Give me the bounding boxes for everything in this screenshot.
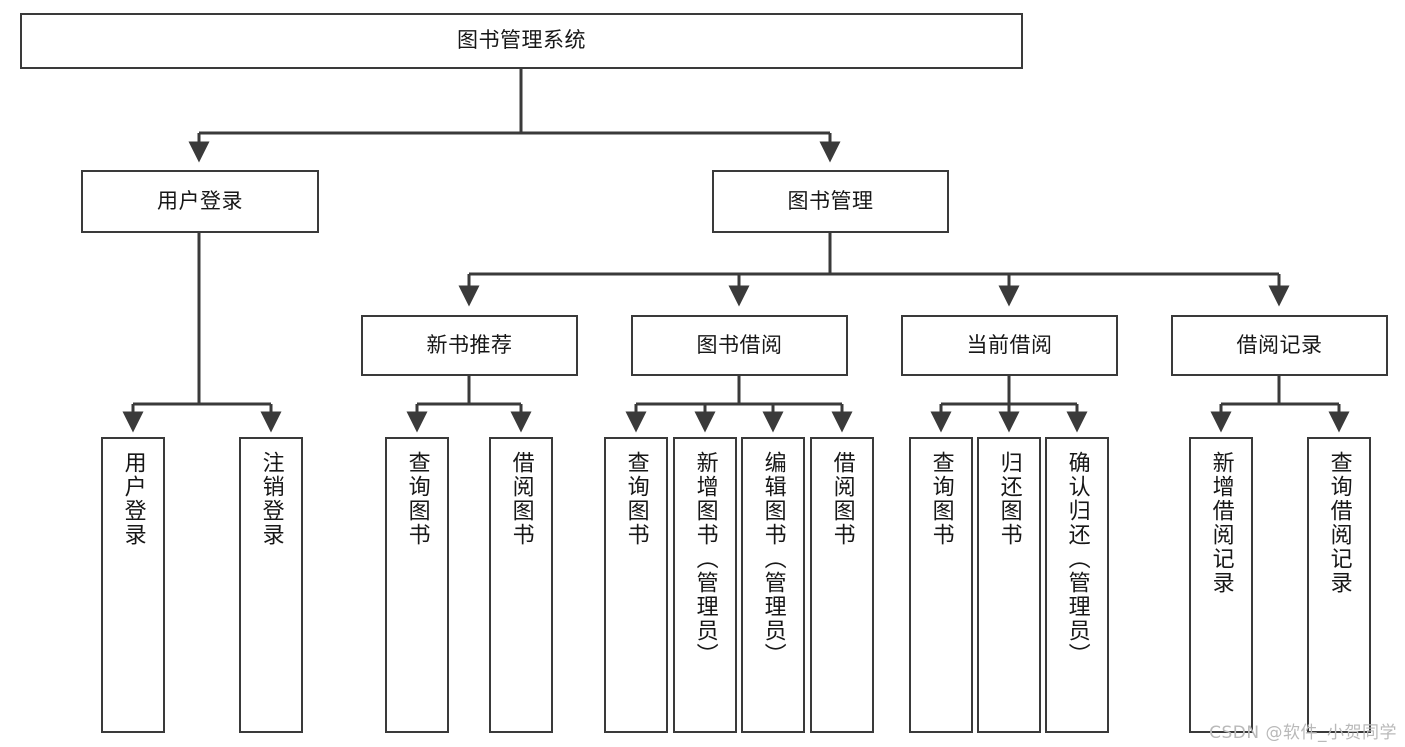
leaf-edit-book-label: 编辑图书（管理员）: [760, 451, 786, 667]
leaf-borrow-book-1[interactable]: 借阅图书: [489, 437, 553, 733]
leaf-user-login[interactable]: 用户登录: [101, 437, 165, 733]
node-current-borrow-label: 当前借阅: [966, 332, 1053, 357]
node-borrow-record-label: 借阅记录: [1236, 332, 1323, 357]
leaf-query-book-2-label: 查询图书: [623, 451, 649, 547]
node-new-book-recommend-label: 新书推荐: [426, 332, 513, 357]
leaf-borrow-book-2-label: 借阅图书: [829, 451, 855, 547]
leaf-edit-book[interactable]: 编辑图书（管理员）: [741, 437, 805, 733]
leaf-query-record[interactable]: 查询借阅记录: [1307, 437, 1371, 733]
node-book-manage-label: 图书管理: [787, 188, 874, 213]
leaf-logout-login-label: 注销登录: [258, 451, 284, 547]
leaf-return-book-label: 归还图书: [996, 451, 1022, 547]
leaf-return-book[interactable]: 归还图书: [977, 437, 1041, 733]
leaf-query-book-2[interactable]: 查询图书: [604, 437, 668, 733]
leaf-borrow-book-2[interactable]: 借阅图书: [810, 437, 874, 733]
leaf-add-book[interactable]: 新增图书（管理员）: [673, 437, 737, 733]
node-current-borrow[interactable]: 当前借阅: [901, 315, 1118, 376]
leaf-query-record-label: 查询借阅记录: [1326, 451, 1352, 595]
leaf-query-book-1[interactable]: 查询图书: [385, 437, 449, 733]
leaf-add-book-label: 新增图书（管理员）: [692, 451, 718, 667]
leaf-add-record[interactable]: 新增借阅记录: [1189, 437, 1253, 733]
leaf-query-book-3-label: 查询图书: [928, 451, 954, 547]
leaf-query-book-1-label: 查询图书: [404, 451, 430, 547]
leaf-confirm-return[interactable]: 确认归还（管理员）: [1045, 437, 1109, 733]
leaf-add-record-label: 新增借阅记录: [1208, 451, 1234, 595]
node-root-label: 图书管理系统: [457, 28, 586, 53]
leaf-confirm-return-label: 确认归还（管理员）: [1064, 451, 1090, 667]
leaf-user-login-label: 用户登录: [120, 451, 146, 547]
node-book-borrow[interactable]: 图书借阅: [631, 315, 848, 376]
node-book-borrow-label: 图书借阅: [696, 332, 783, 357]
node-borrow-record[interactable]: 借阅记录: [1171, 315, 1388, 376]
node-new-book-recommend[interactable]: 新书推荐: [361, 315, 578, 376]
watermark: CSDN @软件_小贺同学: [1209, 723, 1397, 743]
leaf-logout-login[interactable]: 注销登录: [239, 437, 303, 733]
node-book-manage[interactable]: 图书管理: [712, 170, 949, 233]
leaf-borrow-book-1-label: 借阅图书: [508, 451, 534, 547]
leaf-query-book-3[interactable]: 查询图书: [909, 437, 973, 733]
node-user-login[interactable]: 用户登录: [81, 170, 319, 233]
node-user-login-label: 用户登录: [157, 188, 243, 213]
node-root[interactable]: 图书管理系统: [20, 13, 1023, 69]
